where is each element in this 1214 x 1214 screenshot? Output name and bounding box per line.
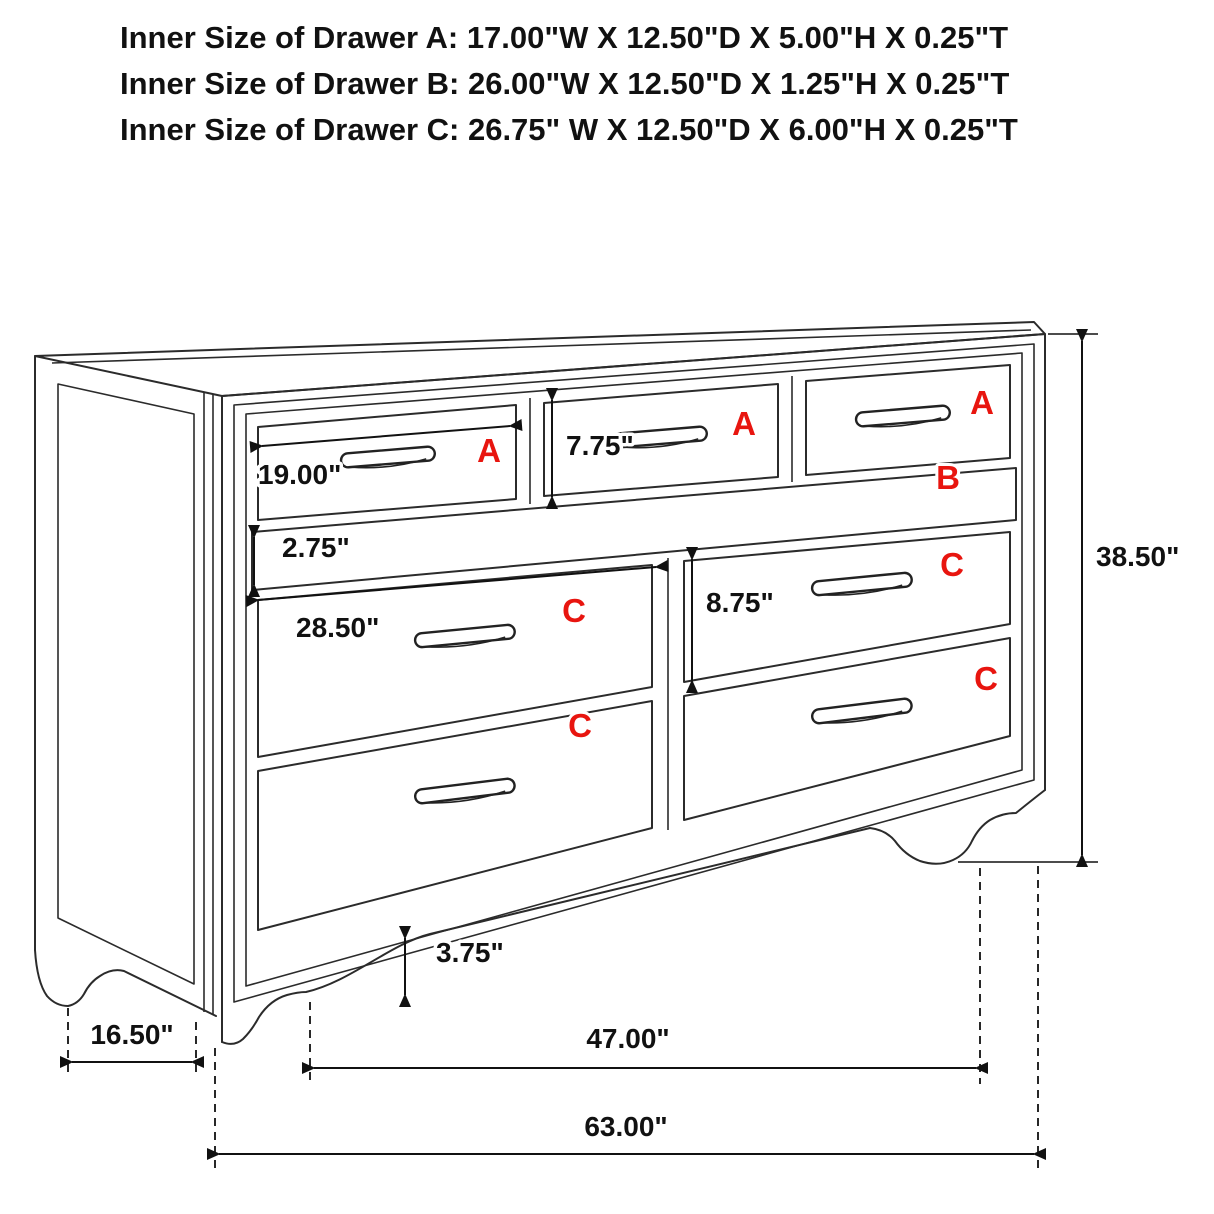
label-drawer-c-right-upper: C (940, 546, 964, 583)
drawer-c-left-lower-handle (413, 777, 516, 805)
label-drawer-c-right-lower: C (974, 660, 998, 697)
dim-label-leg-span: 47.00" (586, 1023, 669, 1054)
label-drawer-a1: A (477, 432, 501, 469)
face-frame-outer (233, 343, 1035, 1003)
side-recessed-panel (57, 383, 195, 985)
dim-label-overall-width: 63.00" (584, 1111, 667, 1142)
dim-label-overall-height: 38.50" (1096, 541, 1179, 572)
dresser-front-face (221, 333, 1046, 1045)
label-drawer-c-left-upper: C (562, 592, 586, 629)
drawer-b-spec-text: Inner Size of Drawer B: 26.00"W X 12.50"… (120, 66, 1009, 101)
drawer-a2-handle (611, 425, 708, 449)
label-drawer-a3: A (970, 384, 994, 421)
base-and-feet-profile (221, 789, 1046, 1045)
dresser-drawing (34, 321, 1046, 1045)
dim-label-drawer-a-height: 7.75" (566, 430, 634, 461)
drawer-c-left-lower-front (257, 700, 653, 931)
face-frame-inner (245, 352, 1023, 987)
dim-arrow-drawer-a-width (249, 419, 523, 453)
drawer-c-right-upper-front (683, 531, 1011, 683)
label-drawer-c-left-lower: C (568, 707, 592, 744)
dimension-annotations: 19.00" 7.75" 2.75" 28.50" 8.75" 38.50" 3… (60, 329, 1183, 1168)
drawer-c-right-lower-handle (810, 697, 913, 725)
label-drawer-b: B (936, 459, 960, 496)
drawer-c-spec-text: Inner Size of Drawer C: 26.75" W X 12.50… (120, 112, 1018, 147)
drawer-c-left-upper-handle (413, 623, 516, 649)
dim-label-drawer-b-height: 2.75" (282, 532, 350, 563)
dim-label-drawer-c-height: 8.75" (706, 587, 774, 618)
drawer-c-left-upper-front (257, 564, 653, 758)
dim-label-base-height: 3.75" (436, 937, 504, 968)
label-drawer-a2: A (732, 405, 756, 442)
drawer-a1-front (257, 404, 517, 521)
drawer-a-spec-text: Inner Size of Drawer A: 17.00"W X 12.50"… (120, 20, 1008, 55)
drawer-c-right-lower-front (683, 637, 1011, 821)
drawer-a1-handle (339, 445, 436, 469)
drawer-a3-handle (854, 404, 951, 428)
drawer-letter-labels: A A A B C C C C (474, 381, 1001, 747)
dim-label-drawer-a-width: 19.00" (258, 459, 341, 490)
dim-arrow-drawer-c-width (245, 560, 669, 607)
drawer-a2-front (543, 383, 779, 497)
drawer-a3-front (805, 364, 1011, 476)
dresser-side-panel (34, 355, 217, 1017)
top-bevel-line (51, 329, 1032, 364)
drawer-c-right-upper-handle (810, 571, 913, 597)
header-specs: Inner Size of Drawer A: 17.00"W X 12.50"… (120, 20, 1018, 147)
jewelry-drawer-b-front (251, 467, 1017, 591)
dim-label-drawer-c-width: 28.50" (296, 612, 379, 643)
dim-label-depth: 16.50" (90, 1019, 173, 1050)
